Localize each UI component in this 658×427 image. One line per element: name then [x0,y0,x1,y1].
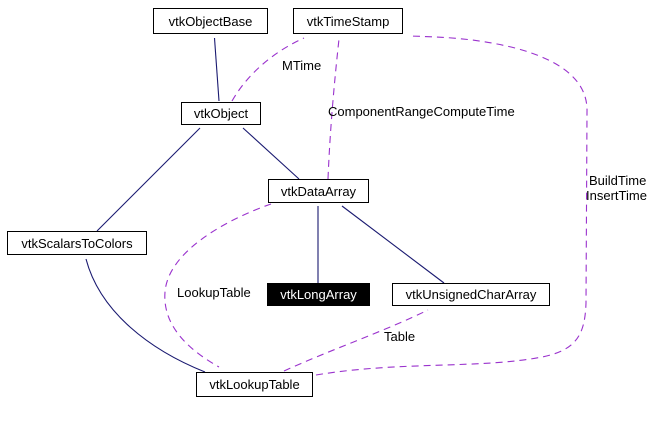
edge-label-inserttime: InsertTime [586,188,647,203]
edge-inherit-vtkLookupTable-to-vtkScalarsToColors [85,258,206,373]
node-vtkObjectBase[interactable]: vtkObjectBase [153,8,268,34]
edge-usage-ComponentRangeComputeTime [327,38,340,180]
edge-label-component-range-compute-time: ComponentRangeComputeTime [328,104,515,119]
node-vtkLongArray-focus: vtkLongArray [267,283,370,306]
node-vtkDataArray[interactable]: vtkDataArray [268,179,369,203]
edge-inherit-vtkObject-to-vtkObjectBase [213,37,220,102]
edge-inherit-vtkUnsignedCharArray-to-vtkDataArray [341,205,445,284]
edge-label-lookuptable: LookupTable [177,285,251,300]
edge-usage-LookupTable [164,203,272,368]
node-vtkScalarsToColors[interactable]: vtkScalarsToColors [7,231,147,255]
node-vtkTimeStamp[interactable]: vtkTimeStamp [293,8,403,34]
node-vtkUnsignedCharArray[interactable]: vtkUnsignedCharArray [392,283,550,306]
node-vtkObject[interactable]: vtkObject [181,102,261,125]
node-vtkLookupTable[interactable]: vtkLookupTable [196,372,313,397]
edge-usage-Table [283,309,429,372]
edge-inherit-vtkDataArray-to-vtkObject [242,127,300,180]
edge-label-table: Table [384,329,416,344]
edge-label-mtime: MTime [282,58,322,73]
edge-usage-BuildTime-InsertTime [315,35,588,376]
edge-inherit-vtkScalarsToColors-to-vtkObject [96,127,201,232]
edge-label-buildtime: BuildTime [589,173,647,188]
edge-usage-MTime [231,37,305,102]
